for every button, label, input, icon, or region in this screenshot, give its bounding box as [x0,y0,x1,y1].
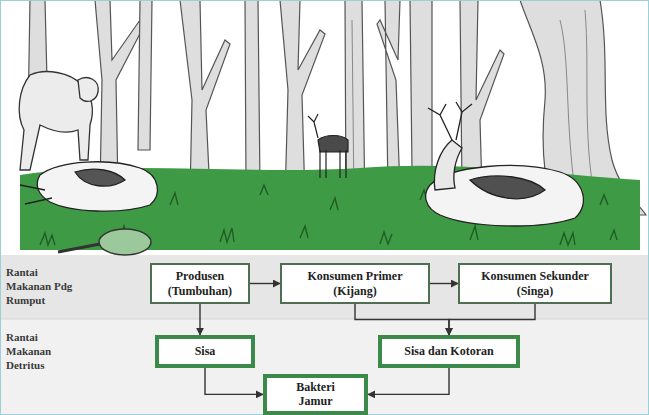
detritus-box: Sisa dan Kotoran [378,335,520,368]
deer-leg [20,185,52,204]
node-text: Sisa dan Kotoran [404,344,493,358]
prey-deer [20,162,157,211]
flow-arrow [199,304,200,335]
detritus-box: Sisa [155,335,255,368]
trophic-box: Produsen (Tumbuhan) [150,263,250,304]
node-text: Bakteri Jamur [285,380,347,409]
flow-arrow [368,368,449,394]
tree-trunk [180,0,230,195]
deer-body [318,136,348,153]
deer-neck [434,140,462,190]
deer-body [37,162,157,211]
flow-arrow [430,283,458,284]
deer-antler [428,102,472,140]
node-text: Konsumen Primer (Kijang) [288,269,422,298]
lion-head [78,78,98,102]
flow-arrow [250,283,280,284]
lower-band [0,319,649,415]
tree-trunk [245,0,260,185]
trophic-box: Konsumen Primer (Kijang) [280,263,430,304]
tree-trunk [410,0,432,170]
deer-antler [308,114,318,138]
standing-deer [308,114,348,178]
bark-line [585,10,595,200]
lying-deer [426,102,584,226]
trophic-box: Konsumen Sekunder (Singa) [458,263,612,304]
magnifier-lens [99,229,151,255]
flow-arrow [449,304,535,335]
detritus-box: Bakteri Jamur [263,374,368,415]
flow-arrow [355,304,449,335]
deer-legs [320,150,346,178]
deer-patch [470,176,545,199]
node-text: Konsumen Sekunder (Singa) [466,269,604,298]
lion [19,72,98,170]
lower-band [0,255,649,319]
tree-trunk [377,0,400,190]
flow-arrow [205,368,263,394]
node-text: Sisa [195,344,216,358]
tree-trunk [138,0,152,150]
band-divider [0,319,649,320]
deer-patch [75,169,125,186]
magnifier [58,229,151,255]
tree-trunk [460,0,504,190]
magnifier-handle [58,244,100,252]
row-label: Rantai Makanan Pdg Rumput [6,266,80,307]
row-label: Rantai Makanan Detritus [6,331,80,372]
node-text: Produsen (Tumbuhan) [158,269,242,298]
bark-line [560,20,575,190]
